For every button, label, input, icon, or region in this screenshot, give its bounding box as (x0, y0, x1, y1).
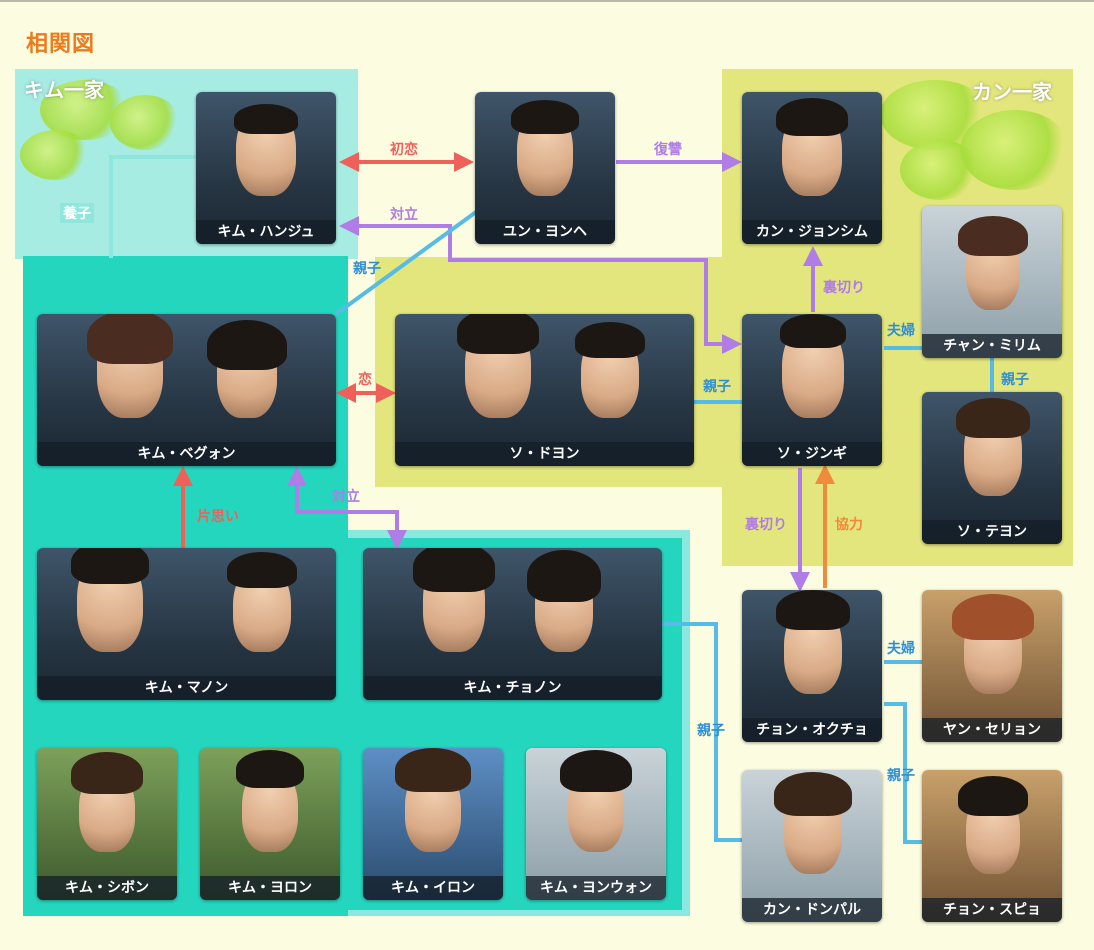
relation-first-love: 初恋 (390, 142, 418, 158)
relation-one-sided-love: 片思い (197, 509, 239, 525)
relation-couple-1: 夫婦 (887, 323, 915, 339)
character-name: キム・ハンジュ (196, 220, 336, 244)
character-card[interactable]: ユン・ヨンヘ (475, 92, 615, 244)
character-card[interactable]: チャン・ミリム (922, 206, 1062, 358)
character-card[interactable]: キム・ヨロン (200, 748, 340, 900)
parent-line-1 (334, 210, 478, 316)
portrait-photo (200, 748, 340, 876)
character-card[interactable]: ヤン・セリョン (922, 590, 1062, 742)
relation-parent-3: 親子 (703, 379, 731, 395)
relation-parent-1: 親子 (353, 261, 381, 277)
character-name: キム・チョノン (363, 676, 662, 700)
portrait-photo (922, 206, 1062, 334)
relation-betray-2: 裏切り (745, 517, 787, 533)
portrait-photo (742, 590, 882, 718)
portrait-photo (196, 92, 336, 220)
portrait-photo (922, 590, 1062, 718)
relation-rival-2: 対立 (332, 489, 360, 505)
character-card[interactable]: チョン・オクチョ (742, 590, 882, 742)
character-name: キム・ヨロン (200, 876, 340, 900)
portrait-photo (922, 392, 1062, 520)
portrait-photo (37, 314, 336, 442)
relation-parent-2: 親子 (1001, 372, 1029, 388)
portrait-photo (922, 770, 1062, 898)
leaf-decoration (110, 95, 180, 150)
portrait-photo (742, 314, 882, 442)
character-name: キム・ベグォン (37, 442, 336, 466)
character-card[interactable]: カン・ドンパル (742, 770, 882, 922)
character-name: ソ・テヨン (922, 520, 1062, 544)
character-card[interactable]: チョン・スピョ (922, 770, 1062, 922)
character-name: チョン・オクチョ (742, 718, 882, 742)
character-card[interactable]: キム・チョノン (363, 548, 662, 700)
relation-parent-4: 親子 (697, 723, 725, 739)
character-card[interactable]: キム・イロン (363, 748, 503, 900)
relation-betray-1: 裏切り (823, 280, 865, 296)
character-name: カン・ドンパル (742, 898, 882, 922)
character-card[interactable]: ソ・ジンギ (742, 314, 882, 466)
parent-line-5 (884, 702, 922, 844)
relation-revenge: 復讐 (654, 142, 682, 158)
character-card[interactable]: キム・シボン (37, 748, 177, 900)
leaf-decoration (20, 130, 90, 180)
character-card[interactable]: カン・ジョンシム (742, 92, 882, 244)
portrait-photo (475, 92, 615, 220)
relation-couple-2: 夫婦 (887, 641, 915, 657)
kang-family-label: カン一家 (972, 80, 1052, 104)
character-name: キム・シボン (37, 876, 177, 900)
character-card[interactable]: キム・マノン (37, 548, 336, 700)
portrait-photo (37, 548, 336, 676)
character-name: キム・マノン (37, 676, 336, 700)
character-card[interactable]: キム・ハンジュ (196, 92, 336, 244)
portrait-photo (363, 748, 503, 876)
character-name: キム・ヨンウォン (526, 876, 666, 900)
relation-adopted: 養子 (60, 203, 94, 223)
relation-parent-5: 親子 (887, 768, 915, 784)
rival-line-1 (339, 216, 742, 354)
character-name: カン・ジョンシム (742, 220, 882, 244)
relation-cooperate: 協力 (835, 517, 863, 533)
relation-love: 恋 (358, 372, 372, 388)
relation-rival-1: 対立 (390, 207, 418, 223)
character-name: ソ・ジンギ (742, 442, 882, 466)
character-card[interactable]: キム・ヨンウォン (526, 748, 666, 900)
character-card[interactable]: ソ・テヨン (922, 392, 1062, 544)
leaf-decoration (900, 140, 980, 200)
kim-family-label: キム一家 (24, 78, 104, 102)
portrait-photo (395, 314, 694, 442)
character-name: ユン・ヨンヘ (475, 220, 615, 244)
character-name: ソ・ドヨン (395, 442, 694, 466)
character-name: ヤン・セリョン (922, 718, 1062, 742)
portrait-photo (742, 770, 882, 898)
portrait-photo (742, 92, 882, 220)
character-card[interactable]: ソ・ドヨン (395, 314, 694, 466)
portrait-photo (37, 748, 177, 876)
rival-line-2 (287, 466, 407, 550)
character-card[interactable]: キム・ベグォン (37, 314, 336, 466)
portrait-photo (363, 548, 662, 676)
top-divider (0, 0, 1094, 2)
adopted-line (109, 155, 196, 258)
portrait-photo (526, 748, 666, 876)
parent-line-4 (662, 622, 742, 842)
character-name: チョン・スピョ (922, 898, 1062, 922)
page-title: 相関図 (26, 32, 96, 57)
character-name: キム・イロン (363, 876, 503, 900)
character-name: チャン・ミリム (922, 334, 1062, 358)
